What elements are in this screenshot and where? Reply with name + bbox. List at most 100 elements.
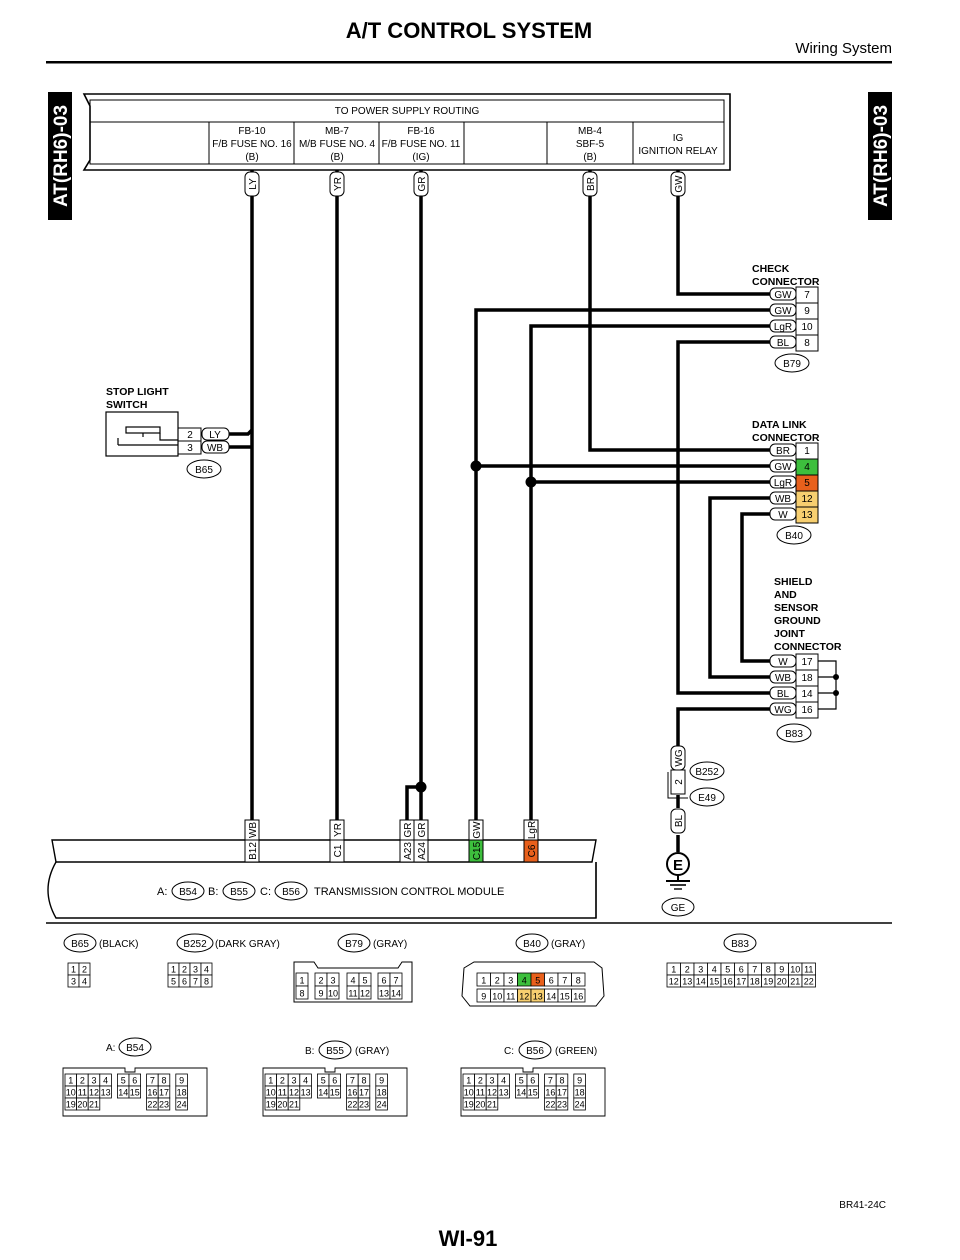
b79-pin-6-label: 6 bbox=[381, 976, 386, 986]
b54-pin-1-label: 1 bbox=[68, 1076, 73, 1086]
b54-pin-2-label: 2 bbox=[80, 1076, 85, 1086]
svg-text:B55: B55 bbox=[326, 1046, 344, 1057]
b65-connector-tag: B65 bbox=[186, 459, 222, 479]
b56-pin-18-label: 18 bbox=[575, 1088, 585, 1098]
b55-pin-13 bbox=[299, 1085, 312, 1099]
b40-pin-2-label: 2 bbox=[495, 976, 500, 986]
svg-text:(BLACK): (BLACK) bbox=[99, 939, 138, 950]
svg-text:B252: B252 bbox=[183, 939, 207, 950]
svg-text:GW: GW bbox=[774, 290, 792, 301]
b55-pin-17-label: 17 bbox=[359, 1088, 369, 1098]
b252-pin-6-label: 6 bbox=[182, 977, 187, 987]
svg-text:LgR: LgR bbox=[774, 322, 792, 333]
svg-text:TRANSMISSION CONTROL MODULE: TRANSMISSION CONTROL MODULE bbox=[314, 886, 504, 898]
side-tab-left: AT(RH6)-03 bbox=[48, 92, 72, 220]
svg-text:B40: B40 bbox=[523, 939, 541, 950]
b54-pin-7-label: 7 bbox=[150, 1076, 155, 1086]
svg-text:B65: B65 bbox=[195, 465, 213, 476]
b83-pin-13-label: 13 bbox=[682, 977, 692, 987]
svg-text:E: E bbox=[673, 857, 683, 874]
b56-pin-9-label: 9 bbox=[577, 1076, 582, 1086]
wire-label-br: BR bbox=[582, 171, 598, 197]
svg-text:A24: A24 bbox=[417, 842, 428, 860]
b83-pin-1-label: 1 bbox=[671, 965, 676, 975]
b55-pin-15-label: 15 bbox=[330, 1088, 340, 1098]
b40-pin-16-label: 16 bbox=[573, 992, 583, 1002]
b40-pin-14-label: 14 bbox=[546, 992, 556, 1002]
b54-pin-15-label: 15 bbox=[130, 1088, 140, 1098]
svg-text:B54: B54 bbox=[126, 1043, 144, 1054]
svg-text:LY: LY bbox=[209, 430, 221, 441]
svg-text:BL: BL bbox=[777, 689, 790, 700]
figure-code: BR41-24C bbox=[839, 1200, 886, 1211]
svg-text:B54: B54 bbox=[179, 887, 197, 898]
b83-pin-17-label: 17 bbox=[736, 977, 746, 987]
b83-pin-5-label: 5 bbox=[725, 965, 730, 975]
svg-text:B:: B: bbox=[305, 1046, 314, 1057]
svg-text:F/B FUSE NO. 11: F/B FUSE NO. 11 bbox=[382, 139, 461, 150]
shield-joint-connector-label: SHIELD AND SENSOR GROUND JOINT CONNECTOR bbox=[774, 576, 842, 653]
b55-pin-23 bbox=[357, 1097, 371, 1111]
b40-pin-10-label: 10 bbox=[492, 992, 502, 1002]
svg-text:(B): (B) bbox=[583, 152, 596, 163]
check-connector-label: CHECK bbox=[752, 263, 790, 275]
b65-pin-4 bbox=[78, 974, 91, 988]
wire-label-ly: LY bbox=[244, 171, 260, 197]
svg-text:FB-10: FB-10 bbox=[238, 126, 266, 137]
ground-icon: E bbox=[666, 852, 690, 890]
b83-pin-20-label: 20 bbox=[777, 977, 787, 987]
b83-pin-4-label: 4 bbox=[712, 965, 717, 975]
data-link-connector-label: DATA LINK bbox=[752, 419, 807, 431]
svg-text:(GRAY): (GRAY) bbox=[551, 939, 585, 950]
data-link-connector: BR 1 GW 4 LgR 5 WB 12 W 13 bbox=[769, 442, 819, 524]
svg-text:YR: YR bbox=[333, 823, 344, 837]
svg-text:JOINT: JOINT bbox=[774, 628, 806, 640]
svg-text:B83: B83 bbox=[785, 729, 803, 740]
svg-text:CONNECTOR: CONNECTOR bbox=[752, 432, 820, 444]
svg-text:B12: B12 bbox=[248, 842, 259, 860]
shield-joint-connector: W 17 WB 18 BL 14 WG 16 bbox=[769, 653, 839, 719]
b79-pin-14 bbox=[389, 985, 403, 1000]
b79-pin-11-label: 11 bbox=[348, 989, 357, 999]
svg-text:GE: GE bbox=[671, 903, 686, 914]
stop-light-switch-label: STOP LIGHT bbox=[106, 386, 169, 398]
svg-text:C1: C1 bbox=[333, 844, 344, 857]
svg-text:SHIELD: SHIELD bbox=[774, 576, 813, 588]
svg-text:LY: LY bbox=[248, 178, 259, 190]
b65-pin-2-label: 2 bbox=[82, 965, 87, 975]
svg-text:AT(RH6)-03: AT(RH6)-03 bbox=[51, 105, 72, 207]
svg-text:GW: GW bbox=[774, 462, 792, 473]
b83-pin-7-label: 7 bbox=[752, 965, 757, 975]
svg-text:IG: IG bbox=[673, 133, 684, 144]
b83-pin-16-label: 16 bbox=[723, 977, 733, 987]
b54-pin-13-label: 13 bbox=[101, 1088, 111, 1098]
tcm-terminals: WB B12 YR C1 GR A23 GR A24 GW C15 LgR C6 bbox=[244, 819, 539, 863]
b56-pin-23-label: 23 bbox=[557, 1100, 567, 1110]
svg-text:B79: B79 bbox=[783, 359, 801, 370]
svg-text:E49: E49 bbox=[698, 793, 716, 804]
svg-text:GR: GR bbox=[417, 823, 428, 838]
ge-ground-tag: GE bbox=[661, 897, 695, 917]
svg-text:GW: GW bbox=[674, 175, 685, 193]
svg-text:AND: AND bbox=[774, 589, 797, 601]
svg-text:IGNITION RELAY: IGNITION RELAY bbox=[638, 146, 718, 157]
b54-pin-11-label: 11 bbox=[78, 1088, 87, 1098]
b79-pin-1-label: 1 bbox=[299, 976, 304, 986]
b55-pin-21 bbox=[287, 1097, 301, 1111]
b79-pin-10-label: 10 bbox=[328, 989, 338, 999]
page-number: WI-91 bbox=[439, 1226, 498, 1251]
b54-pin-8-label: 8 bbox=[161, 1076, 166, 1086]
page-title: A/T CONTROL SYSTEM bbox=[346, 18, 593, 43]
b79-pin-13-label: 13 bbox=[379, 989, 389, 999]
b40-pin-8-label: 8 bbox=[576, 976, 581, 986]
b54-pin-18-label: 18 bbox=[177, 1088, 187, 1098]
svg-text:17: 17 bbox=[801, 657, 813, 668]
svg-text:WB: WB bbox=[207, 443, 223, 454]
svg-text:(GRAY): (GRAY) bbox=[373, 939, 407, 950]
b56-pin-20-label: 20 bbox=[475, 1100, 485, 1110]
b56-pin-11-label: 11 bbox=[476, 1088, 485, 1098]
svg-text:B56: B56 bbox=[282, 887, 300, 898]
